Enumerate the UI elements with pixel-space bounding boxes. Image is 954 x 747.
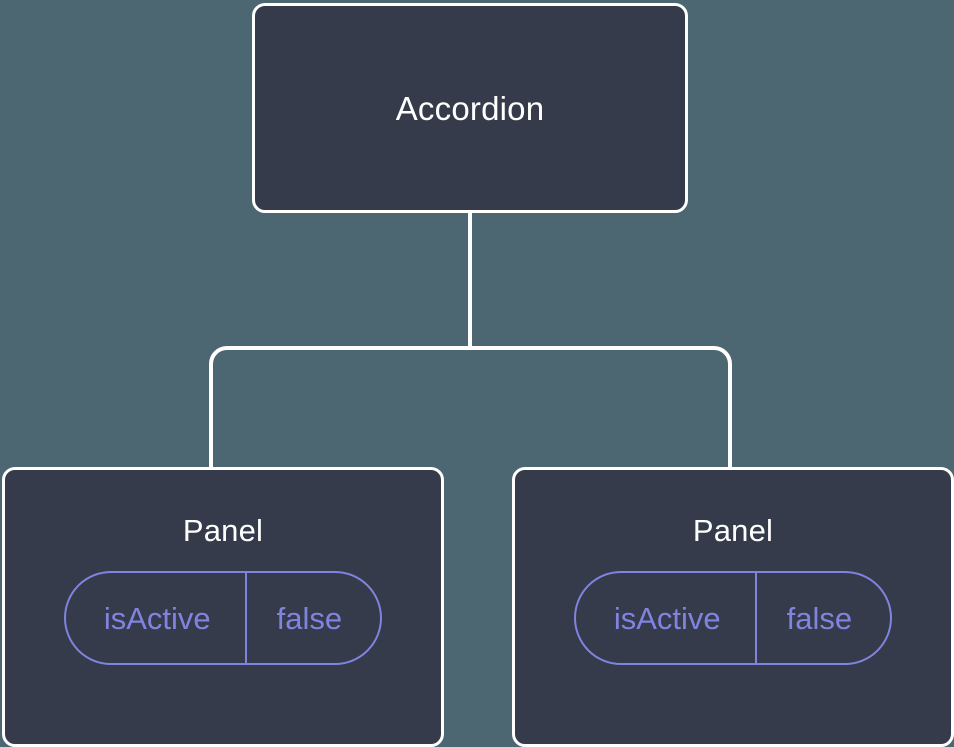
node-panel-1[interactable]: Panel isActive false: [2, 467, 444, 747]
prop-pill-isactive-1[interactable]: isActive false: [63, 571, 383, 665]
node-panel-1-label: Panel: [182, 513, 264, 548]
prop-pill-isactive-2[interactable]: isActive false: [573, 571, 893, 665]
edge-to-child-right: [470, 346, 732, 469]
node-panel-2[interactable]: Panel isActive false: [512, 467, 954, 747]
prop-value-isactive-1: false: [276, 600, 343, 636]
prop-key-isactive-2: isActive: [576, 573, 757, 663]
prop-value-isactive-2: false: [786, 600, 853, 636]
node-accordion-label: Accordion: [395, 89, 545, 127]
prop-key-isactive-1: isActive: [66, 573, 247, 663]
edge-to-child-left: [209, 346, 470, 469]
node-accordion[interactable]: Accordion: [252, 3, 688, 213]
node-panel-2-label: Panel: [692, 513, 774, 548]
